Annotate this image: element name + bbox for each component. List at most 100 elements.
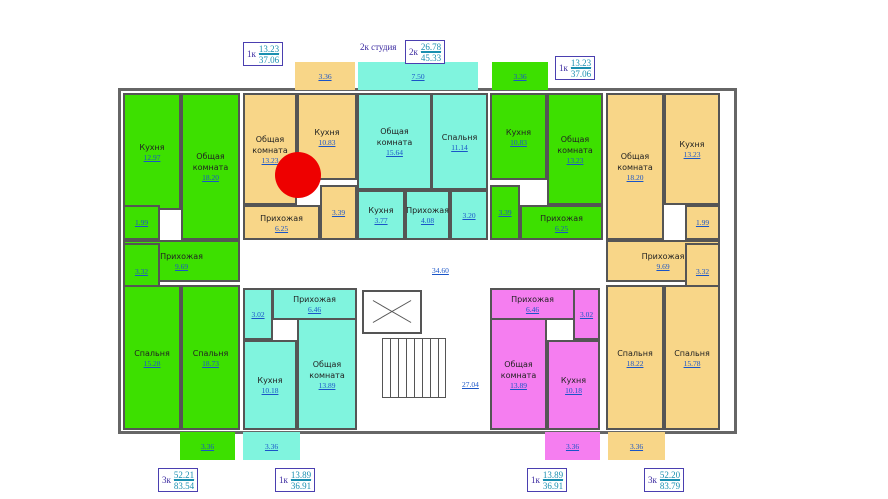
balcony: 3.36 — [492, 62, 548, 90]
room-area: 13.23 — [261, 155, 279, 165]
room-area: 4.08 — [420, 216, 435, 225]
apartment-type: 1к — [559, 63, 568, 73]
room-name: Общая комната — [617, 152, 653, 172]
room-area: 15.28 — [143, 358, 161, 368]
room-area: 1.99 — [134, 218, 149, 227]
room-area: 6.25 — [274, 223, 289, 233]
room-area: 10.83 — [510, 137, 527, 147]
room-name: Прихожая — [511, 295, 554, 304]
room-name: Прихожая — [160, 252, 203, 261]
elevator-shaft — [362, 290, 422, 334]
room-name: Кухня — [314, 127, 340, 137]
room-name: Общая комната — [192, 152, 229, 172]
room-area: 15.64 — [386, 148, 403, 157]
room-name: Кухня — [560, 376, 587, 385]
room-area: 3.20 — [462, 210, 476, 220]
total-area: 36.91 — [542, 480, 564, 491]
room-area: 6.25 — [554, 223, 569, 233]
total-area: 37.06 — [570, 68, 592, 79]
room: 3.02 — [243, 288, 273, 340]
room-area: 13.23 — [683, 150, 701, 159]
room-name: Спальня — [674, 348, 710, 358]
living-area: 52.20 — [659, 469, 681, 481]
staircase — [382, 338, 446, 398]
balcony: 3.36 — [243, 432, 300, 460]
balcony-area: 3.36 — [629, 441, 644, 451]
room-name: Спальня — [441, 132, 478, 142]
room-name: Прихожая — [260, 213, 303, 223]
room-area: 13.89 — [510, 380, 527, 390]
room: 3.39 — [320, 185, 357, 240]
room-area: 10.18 — [565, 386, 582, 395]
balcony: 3.36 — [180, 432, 235, 460]
room: 1.99 — [685, 205, 720, 240]
living-area: 26.78 — [420, 41, 442, 53]
apartment-type: 2к — [409, 47, 418, 57]
balcony-area: 3.36 — [565, 441, 580, 451]
balcony: 3.36 — [545, 432, 600, 460]
room-area: 18.20 — [202, 173, 219, 182]
room-area: 3.32 — [695, 267, 710, 276]
balcony-area: 7.50 — [411, 71, 425, 81]
room-name: Общая комната — [309, 359, 345, 380]
room-area: 10.83 — [318, 137, 336, 147]
room-name: Прихожая — [641, 252, 685, 261]
balcony-area: 3.36 — [264, 441, 279, 451]
room-name: Общая комната — [500, 359, 537, 380]
apartment-type: 1к — [279, 475, 288, 485]
room-area: 3.32 — [134, 267, 149, 276]
location-marker[interactable] — [275, 152, 321, 198]
apartment-type: 1к — [247, 49, 256, 59]
room-name: Спальня — [192, 348, 229, 358]
balcony: 3.36 — [295, 62, 355, 90]
living-area: 13.89 — [542, 469, 564, 481]
room-area: 3.02 — [251, 309, 265, 319]
balcony: 7.50 — [358, 62, 478, 90]
room-name: Спальня — [134, 348, 170, 358]
room-area: 10.18 — [261, 386, 279, 395]
room-name: Общая комната — [557, 134, 593, 155]
balcony: 3.36 — [608, 432, 665, 460]
room: 3.39 — [490, 185, 520, 240]
room-area: 6.46 — [525, 305, 540, 314]
room-area: 6.46 — [307, 305, 322, 314]
room-area: 1.99 — [695, 218, 710, 227]
room-name: Прихожая — [293, 295, 336, 304]
room-area: 9.69 — [656, 262, 670, 271]
room-area: 3.39 — [498, 208, 512, 217]
room: 3.02 — [573, 288, 600, 340]
living-area: 13.23 — [570, 57, 592, 69]
total-area: 45.33 — [420, 52, 442, 63]
room-area: 18.73 — [202, 358, 219, 368]
studio-label: 2к студия — [360, 42, 397, 52]
room-area: 18.22 — [626, 358, 644, 368]
total-area: 83.79 — [659, 480, 681, 491]
living-area: 13.23 — [258, 43, 280, 55]
room-name: Общая комната — [376, 127, 413, 147]
room-area: 9.69 — [174, 262, 189, 271]
balcony-area: 3.36 — [513, 71, 527, 81]
room-area: 12.97 — [143, 152, 161, 162]
room-area: 3.02 — [579, 309, 594, 319]
